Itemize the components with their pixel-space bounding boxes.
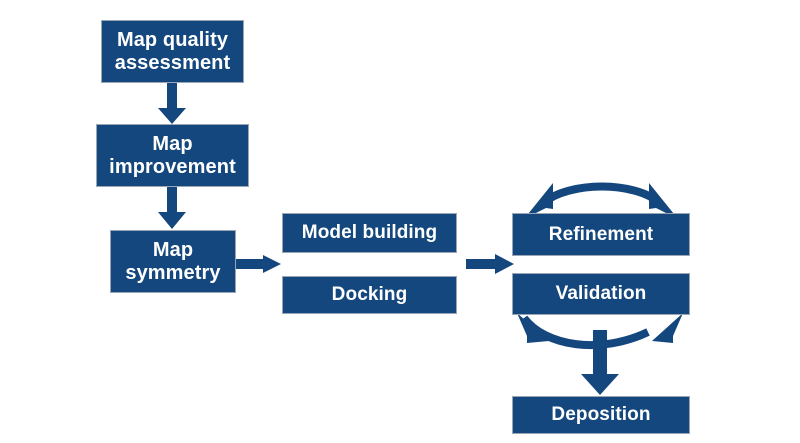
node-map-quality-assessment[interactable]: Map quality assessment xyxy=(101,20,244,83)
node-map-improvement-label: Map improvement xyxy=(97,133,248,178)
node-deposition-label: Deposition xyxy=(551,404,651,426)
node-map-improvement-line1: Map xyxy=(152,133,193,156)
edge-cycle-to-deposition-icon xyxy=(581,330,619,395)
edge-quality-to-improvement-icon xyxy=(158,83,186,124)
edge-symmetry-to-modeling-icon xyxy=(236,255,281,273)
node-model-building-label: Model building xyxy=(301,222,438,244)
node-map-quality-assessment-line1: Map quality xyxy=(116,29,229,52)
node-map-symmetry-line1: Map xyxy=(152,239,194,262)
node-validation[interactable]: Validation xyxy=(512,273,690,315)
node-validation-label: Validation xyxy=(555,283,647,305)
node-map-quality-assessment-label: Map quality assessment xyxy=(102,29,243,74)
node-map-symmetry[interactable]: Map symmetry xyxy=(110,230,236,293)
node-map-symmetry-line2: symmetry xyxy=(125,261,221,284)
node-map-improvement-line2: improvement xyxy=(109,155,236,178)
node-refinement[interactable]: Refinement xyxy=(512,213,690,256)
edge-refinement-validation-cycle-bottom-icon xyxy=(517,313,683,350)
node-map-improvement[interactable]: Map improvement xyxy=(96,124,249,187)
node-docking[interactable]: Docking xyxy=(282,276,457,314)
node-refinement-label: Refinement xyxy=(548,223,654,245)
node-docking-label: Docking xyxy=(331,284,408,306)
node-model-building[interactable]: Model building xyxy=(282,213,457,253)
node-deposition[interactable]: Deposition xyxy=(512,396,690,434)
edge-modeling-to-refinement-icon xyxy=(466,254,514,274)
node-map-symmetry-label: Map symmetry xyxy=(111,239,235,284)
edge-improvement-to-symmetry-icon xyxy=(158,187,186,229)
node-map-quality-assessment-line2: assessment xyxy=(114,51,231,74)
